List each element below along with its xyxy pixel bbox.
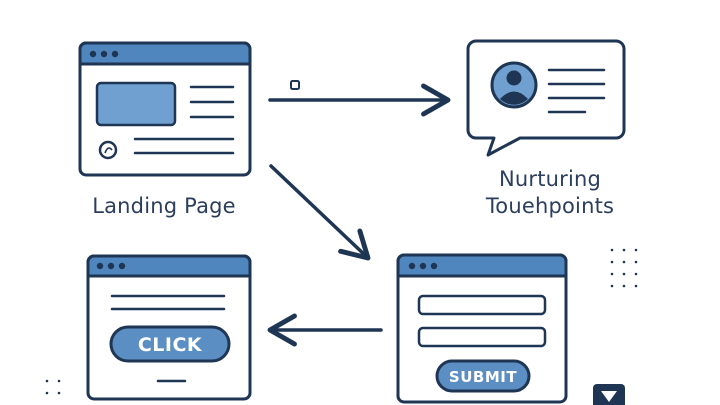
form-field-1 — [417, 294, 547, 316]
nurturing-label-line2: Touehpoints — [485, 194, 615, 218]
decorative-dots-bottom-left — [45, 379, 61, 395]
form-window — [396, 253, 568, 404]
decorative-dot-grid — [610, 248, 638, 288]
click-window — [86, 254, 252, 401]
user-avatar-icon — [490, 61, 538, 109]
text-lines — [110, 294, 226, 383]
window-control-dots — [89, 50, 119, 58]
text-lines — [133, 85, 235, 155]
heart-badge-icon — [593, 384, 625, 405]
small-avatar-icon — [98, 140, 118, 160]
window-control-dots — [96, 262, 126, 270]
submit-button-shape — [435, 359, 531, 393]
click-button-shape — [109, 325, 231, 363]
submit-button[interactable]: SUBMIT — [448, 368, 518, 386]
arrow-icon-to-form — [269, 164, 371, 261]
message-lines — [547, 68, 606, 114]
landing-page-window — [78, 41, 252, 177]
hero-image-placeholder — [95, 81, 177, 127]
window-control-dots — [408, 262, 438, 270]
form-field-2 — [417, 326, 547, 348]
landing-page-label: Landing Page — [92, 194, 236, 218]
small-square-marker — [290, 80, 300, 90]
speech-bubble-icon — [466, 39, 626, 157]
nurturing-label-line1: Nurturing — [498, 167, 602, 191]
click-button[interactable]: CLICK — [137, 334, 203, 356]
